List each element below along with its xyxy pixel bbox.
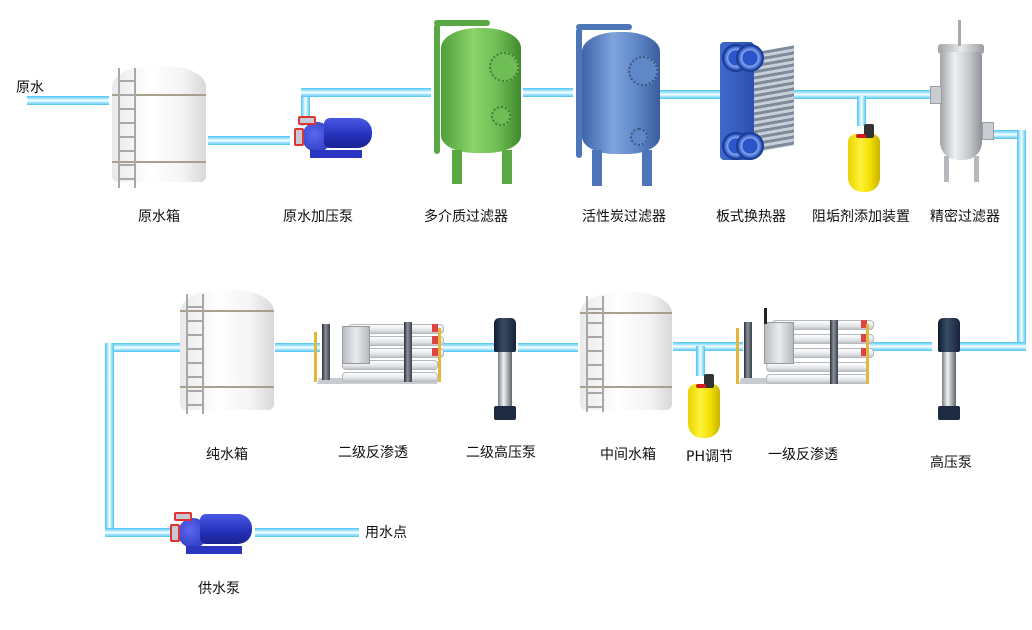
pure-water-tank-icon — [180, 290, 274, 414]
pipe-dosing-branch — [857, 96, 866, 126]
outlet-label: 用水点 — [365, 525, 407, 541]
node-label-plate-heat-exchanger: 板式换热器 — [716, 209, 786, 225]
raw-water-booster-pump-icon — [294, 112, 378, 160]
secondary-high-pressure-pump-icon — [492, 318, 520, 422]
high-pressure-pump-icon — [936, 318, 964, 422]
pipe-tank3-left — [105, 343, 182, 352]
pipe-tank2-to-pump2 — [518, 343, 578, 352]
pipe-acf-to-hx — [660, 90, 722, 99]
node-label-supply-pump: 供水泵 — [198, 581, 240, 597]
intermediate-water-tank-icon — [580, 292, 672, 412]
pipe-pf-outlet — [990, 130, 1026, 139]
multimedia-filter-icon — [441, 28, 521, 153]
pipe-ro1-to-tank2 — [673, 342, 743, 351]
ph-adjustment-icon — [686, 372, 722, 440]
secondary-ro-icon — [314, 318, 444, 398]
node-label-secondary-ro: 二级反渗透 — [338, 445, 408, 461]
node-label-antiscalant-dosing-unit: 阻垢剂添加装置 — [812, 209, 910, 225]
node-label-raw-water-booster-pump: 原水加压泵 — [283, 209, 353, 225]
node-label-ph-adjustment: PH调节 — [686, 449, 733, 465]
pipe-mmf-to-acf — [523, 88, 573, 97]
activated-carbon-filter-legs — [586, 150, 658, 188]
raw-water-tank-icon — [112, 66, 206, 188]
pipe-ro2-to-tank3 — [275, 343, 320, 352]
node-label-secondary-high-pressure-pump: 二级高压泵 — [466, 445, 536, 461]
node-label-pure-water-tank: 纯水箱 — [206, 447, 248, 463]
pipe-pump1-to-mmf — [301, 88, 431, 97]
pipe-right-downcomer — [1017, 130, 1026, 350]
node-label-primary-ro: 一级反渗透 — [768, 447, 838, 463]
precision-filter-icon — [930, 16, 996, 182]
pipe-hx-to-pf — [794, 90, 934, 99]
pipe-to-hp-pump — [960, 342, 1026, 351]
supply-pump-icon — [170, 508, 256, 556]
multimedia-filter-pipework — [434, 20, 494, 160]
multimedia-filter-legs — [446, 150, 518, 186]
node-label-intermediate-water-tank: 中间水箱 — [600, 447, 656, 463]
node-label-activated-carbon-filter: 活性炭过滤器 — [582, 209, 666, 225]
node-label-high-pressure-pump: 高压泵 — [930, 455, 972, 471]
node-label-multimedia-filter: 多介质过滤器 — [424, 209, 508, 225]
pipe-to-use-point — [255, 528, 359, 537]
activated-carbon-filter-icon — [582, 32, 660, 154]
node-label-precision-filter: 精密过滤器 — [930, 209, 1000, 225]
pipe-hp-pump-to-ro1 — [870, 342, 932, 351]
pipe-left-downcomer — [105, 343, 114, 533]
plate-heat-exchanger-icon — [720, 36, 798, 164]
inlet-label: 原水 — [16, 80, 44, 96]
antiscalant-dosing-unit-icon — [846, 122, 882, 194]
pipe-to-supply-pump — [105, 528, 173, 537]
pipe-tank1-to-pump1 — [208, 136, 290, 145]
pipe-pump2-to-ro2 — [443, 343, 497, 352]
pipe-pump1-riser — [301, 88, 310, 126]
pipe-ph-branch — [696, 346, 705, 376]
pipe-inlet — [27, 96, 109, 105]
node-label-raw-water-tank: 原水箱 — [138, 209, 180, 225]
primary-ro-icon — [736, 308, 876, 400]
activated-carbon-filter-pipework — [576, 24, 636, 164]
